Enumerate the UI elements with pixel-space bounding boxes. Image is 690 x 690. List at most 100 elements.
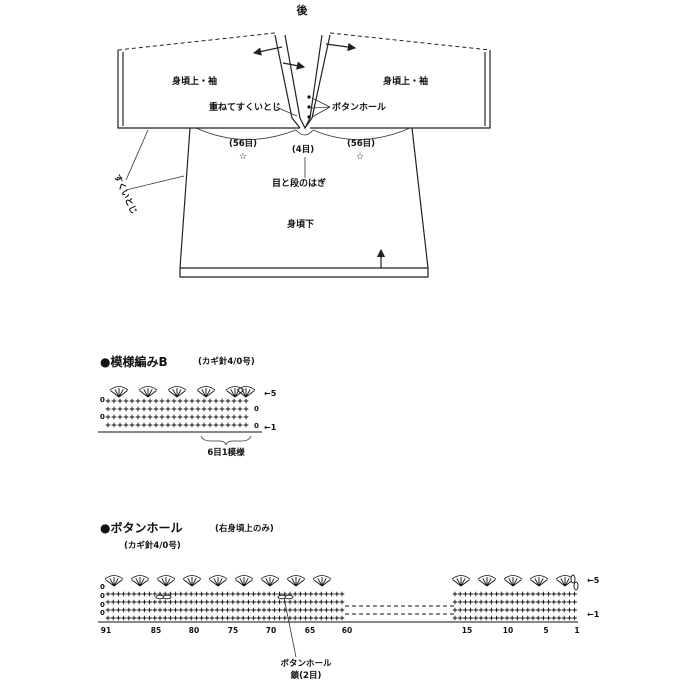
single-crochet-mark: [509, 607, 515, 613]
single-crochet-mark: [235, 591, 241, 597]
single-crochet-mark: [324, 591, 329, 597]
single-crochet-mark: [214, 591, 220, 597]
single-crochet-mark: [324, 615, 329, 621]
single-crochet-mark: [141, 398, 147, 404]
fan-stitch-mark: [236, 386, 256, 398]
single-crochet-mark: [277, 615, 282, 621]
single-crochet-mark: [147, 398, 153, 404]
single-crochet-mark: [147, 414, 153, 420]
single-crochet-mark: [194, 607, 199, 613]
single-crochet-mark: [147, 591, 152, 597]
single-crochet-mark: [131, 599, 137, 605]
single-crochet-mark: [535, 591, 541, 597]
single-crochet-mark: [520, 607, 525, 613]
single-crochet-mark: [142, 615, 147, 621]
single-crochet-mark: [457, 599, 463, 605]
left-shoulder-line: [117, 32, 276, 51]
v-neck-right-edge: [304, 34, 331, 129]
buttonhole-callout: ボタンホール: [280, 658, 332, 669]
single-crochet-mark: [457, 591, 463, 597]
garment-schematic: 後 身頃上・袖 身頃上・袖 重ねてすくいとじ ボタンホール (56目) (4目): [111, 3, 491, 278]
single-crochet-mark: [159, 406, 165, 412]
single-crochet-mark: [219, 406, 225, 412]
right-count-bracket: [312, 127, 411, 140]
row-zero: 0: [100, 413, 105, 421]
center-count-bracket: [295, 129, 314, 136]
single-crochet-mark: [121, 607, 126, 613]
single-crochet-mark: [334, 607, 340, 613]
single-crochet-mark: [230, 607, 236, 613]
single-crochet-mark: [240, 599, 246, 605]
single-crochet-mark: [214, 607, 220, 613]
single-crochet-mark: [117, 414, 123, 420]
repeat-bracket: [200, 435, 252, 446]
single-crochet-mark: [141, 406, 147, 412]
lower-body-label: 身頃下: [287, 218, 314, 230]
single-crochet-mark: [483, 599, 489, 605]
repeat-label: 6目1模様: [207, 447, 245, 458]
single-crochet-mark: [551, 599, 557, 605]
single-crochet-mark: [194, 599, 199, 605]
single-crochet-mark: [123, 398, 129, 404]
single-crochet-mark: [159, 398, 165, 404]
single-crochet-mark: [153, 398, 159, 404]
single-crochet-mark: [292, 591, 298, 597]
fan-stitch-mark: [477, 575, 497, 587]
fan-stitch-mark: [225, 386, 245, 398]
single-crochet-mark: [483, 615, 489, 621]
single-crochet-mark: [530, 607, 536, 613]
single-crochet-mark: [201, 406, 207, 412]
fan-stitch-mark: [503, 575, 523, 587]
single-crochet-mark: [213, 422, 219, 428]
single-crochet-mark: [541, 599, 546, 605]
single-crochet-mark: [329, 615, 334, 621]
single-crochet-mark: [494, 607, 499, 613]
star-right-icon: ☆: [356, 152, 364, 162]
single-crochet-mark: [473, 615, 479, 621]
single-crochet-mark: [142, 607, 147, 613]
single-crochet-mark: [201, 414, 207, 420]
single-crochet-mark: [231, 406, 237, 412]
single-crochet-mark: [473, 599, 479, 605]
single-crochet-mark: [520, 599, 525, 605]
single-crochet-mark: [329, 591, 334, 597]
single-crochet-mark: [152, 607, 158, 613]
fan-stitch-mark: [167, 386, 187, 398]
buttonhole-callout-sub: 鎖(2目): [291, 670, 322, 681]
single-crochet-mark: [136, 591, 142, 597]
single-crochet-mark: [225, 615, 230, 621]
single-crochet-mark: [183, 422, 189, 428]
single-crochet-mark: [339, 591, 345, 597]
single-crochet-mark: [272, 615, 277, 621]
single-crochet-mark: [110, 591, 116, 597]
single-crochet-mark: [219, 422, 225, 428]
single-crochet-mark: [225, 599, 230, 605]
single-crochet-mark: [153, 414, 159, 420]
fan-stitch-mark: [138, 386, 158, 398]
single-crochet-mark: [483, 591, 489, 597]
single-crochet-mark: [171, 398, 177, 404]
single-crochet-mark: [504, 607, 510, 613]
single-crochet-mark: [171, 414, 177, 420]
single-crochet-mark: [499, 615, 505, 621]
single-crochet-mark: [225, 607, 230, 613]
buttonhole-leader-3: [311, 106, 331, 118]
single-crochet-mark: [243, 406, 249, 412]
single-crochet-mark: [142, 599, 147, 605]
single-crochet-mark: [303, 599, 308, 605]
single-crochet-mark: [147, 406, 153, 412]
single-crochet-mark: [153, 422, 159, 428]
pattern-b-row-5: ←5: [264, 389, 277, 398]
stitch-number-label: 10: [503, 626, 513, 635]
single-crochet-mark: [282, 615, 288, 621]
single-crochet-mark: [266, 591, 272, 597]
button-dot: [307, 115, 311, 119]
v-neck-inner: [284, 34, 323, 130]
single-crochet-mark: [168, 615, 173, 621]
single-crochet-mark: [494, 599, 499, 605]
single-crochet-mark: [546, 607, 551, 613]
upper-left-label: 身頃上・袖: [172, 75, 217, 87]
single-crochet-mark: [561, 607, 567, 613]
single-crochet-mark: [116, 607, 121, 613]
